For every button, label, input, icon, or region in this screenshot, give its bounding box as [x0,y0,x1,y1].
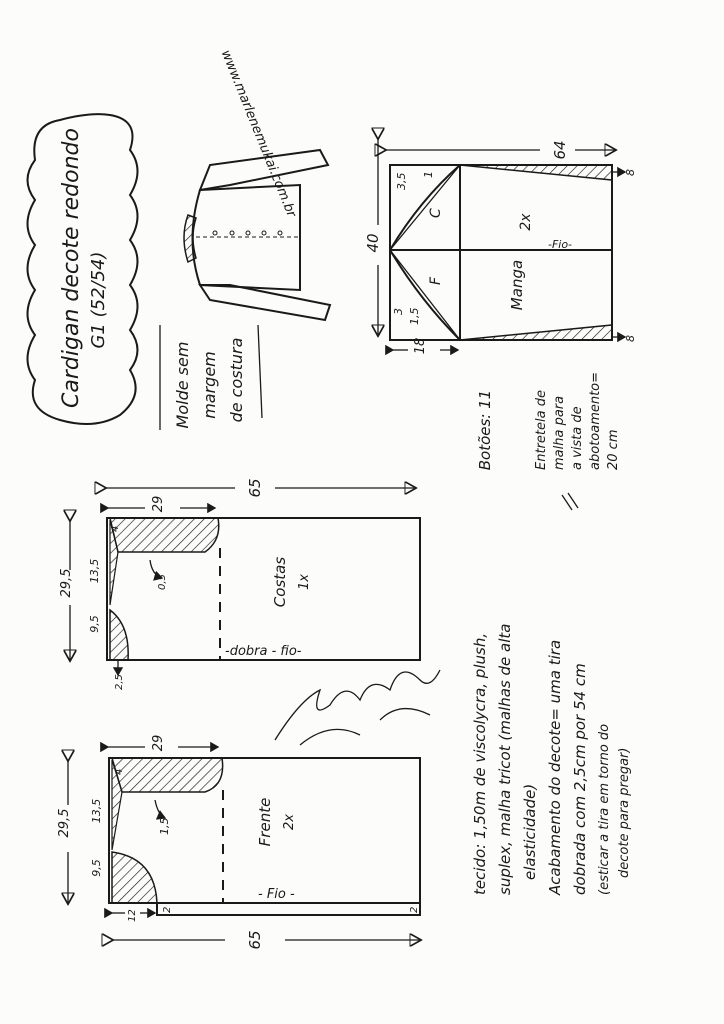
front-dim-length: 65 [246,930,264,949]
back-dim-neck: 9,5 [88,615,101,633]
sleeve-cap-marks-1: 1 [422,171,435,178]
front-pattern: 29 29,5 13,5 9,5 4 1,5 12 2 2 Frente 2x … [57,735,420,950]
sleeve-cap-marks-0: 3,5 [395,173,408,191]
signature [274,669,441,746]
sleeve-cap-marks-2: 3 [392,308,405,315]
front-count: 2x [282,814,297,830]
fabric-notes-line2: suplex, malha tricot (malhas de alta [496,624,514,895]
sleeve-count: 2x [518,213,534,231]
interfacing-line3: a vista de [570,406,585,470]
front-dim-placket: 2 [162,907,173,913]
back-label: Costas [271,557,289,608]
fabric-notes: tecido: 1,50m de viscolycra, plush, supl… [471,624,632,896]
fabric-notes-line4: Acabamento do decote= uma tira [546,640,564,896]
sleeve-dim-hem-taper-top: 8 [624,169,637,176]
front-grain: - Fio - [258,887,295,902]
front-dim-shoulder-depth: 29 [151,735,166,752]
sleeve-label: Manga [508,260,526,310]
title-cloud: Cardigan decote redondo G1 (52/54) [26,113,139,425]
back-dim-length: 65 [246,478,264,497]
back-dim-upper: 13,5 [88,559,101,584]
back-fold-grain: -dobra - fio- [225,644,302,659]
front-dim-upper: 13,5 [90,799,103,824]
front-label: Frente [256,798,274,847]
back-pattern: 65 29 29,5 13,5 9,5 4 0,5 2,5 Costas 1x … [59,478,421,690]
sleeve-cap-marks-3: 1,5 [408,308,421,326]
note-no-seam-line1: Molde sem [173,342,192,429]
sleeve-length-dim: 64 [551,140,569,159]
cap-height-dim: 18 [413,338,428,355]
back-count: 1x [297,574,312,590]
front-dim-placket-end: 2 [409,907,420,913]
sleeve-back-label: C [428,208,444,218]
interfacing-line2: malha para [552,396,567,470]
size-label: G1 (52/54) [88,251,109,348]
fabric-notes-line6: (esticar a tira em torno do [597,724,612,895]
front-dim-neck-depth: 12 [127,909,138,922]
back-dim-shoulder-depth: 29 [151,496,166,513]
sleeve-front-label: F [428,276,444,285]
sleeve-pattern: 64 40 18 8 8 C F 3,5 1 3 1,5 2x Manga -F… [364,138,637,356]
fabric-notes-line7: decote para pregar) [617,748,632,878]
cardigan-sketch [183,148,332,322]
separator-mark [561,492,579,511]
sleeve-grain: -Fio- [548,238,572,251]
back-dim-neck-depth: 2,5 [114,674,125,690]
website: www.marlenemukai.com.br [218,48,299,221]
note-no-seam-line3: de costura [227,338,246,423]
back-dim-shoulder-drop: 4 [110,526,121,532]
interfacing-line5: 20 cm [606,430,621,471]
front-dim-half-width: 29,5 [57,809,72,838]
front-dim-shoulder-drop: 4 [114,769,125,775]
fabric-notes-line5: dobrada com 2,5cm por 54 cm [571,663,589,895]
sleeve-dim-hem-taper-bottom: 8 [624,335,637,342]
fabric-notes-line3: elasticidade) [521,784,539,880]
interfacing-note: Entretela de malha para a vista de aboto… [534,372,621,470]
front-dim-armhole-curve: 1,5 [158,818,171,836]
front-dim-neck: 9,5 [90,859,103,877]
interfacing-line4: abotoamento= [588,372,603,470]
no-seam-allowance-note: Molde sem margem de costura [159,324,263,430]
buttons-note: Botões: 11 [476,390,494,470]
fabric-notes-line1: tecido: 1,50m de viscolycra, plush, [471,633,489,895]
back-dim-half-width: 29,5 [59,569,74,598]
back-dim-armhole-curve: 0,5 [157,574,168,590]
interfacing-line1: Entretela de [534,390,549,470]
note-no-seam-line2: margem [200,351,219,419]
title: Cardigan decote redondo [59,128,84,408]
sleeve-width-dim: 40 [364,233,382,252]
